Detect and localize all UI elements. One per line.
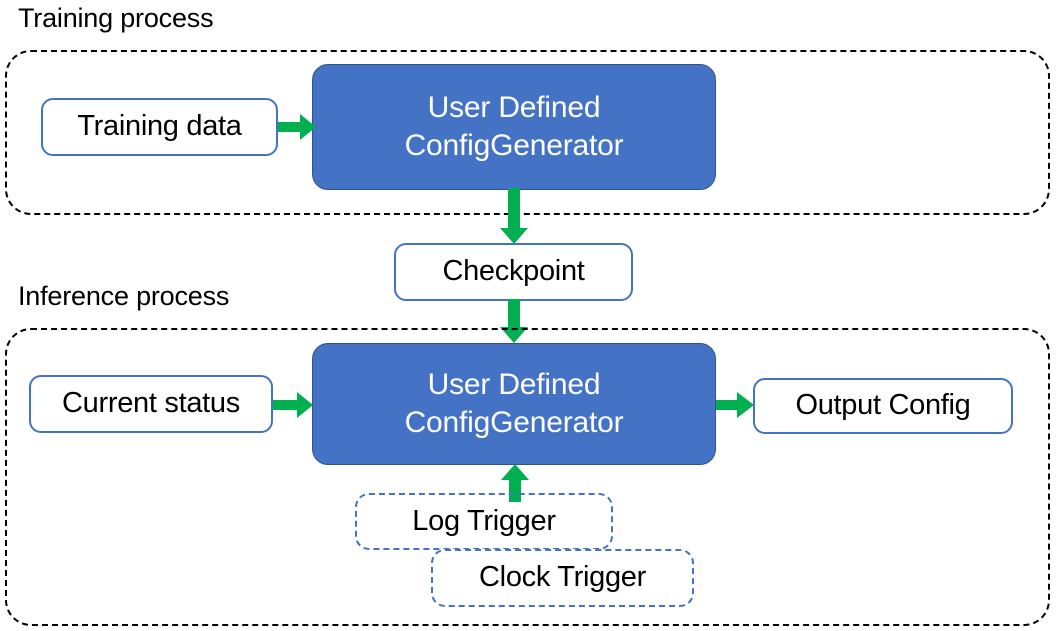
node-log-trigger[interactable]: Log Trigger — [355, 493, 613, 550]
node-user-defined-configgenerator-inference[interactable]: User Defined ConfigGenerator — [312, 343, 716, 465]
arrow-generator-to-checkpoint — [499, 188, 529, 246]
node-clock-trigger-label: Clock Trigger — [479, 561, 646, 594]
node-generator-line2-inference: ConfigGenerator — [404, 406, 624, 439]
node-checkpoint[interactable]: Checkpoint — [394, 243, 633, 301]
node-generator-line1-inference: User Defined — [427, 367, 601, 401]
node-clock-trigger[interactable]: Clock Trigger — [431, 549, 694, 607]
node-current-status-label: Current status — [62, 387, 240, 420]
arrow-generator-to-output-config — [716, 390, 756, 420]
node-generator-line1-training: User Defined — [427, 90, 601, 124]
node-output-config-label: Output Config — [795, 389, 971, 422]
training-process-label: Training process — [18, 3, 214, 33]
node-log-trigger-label: Log Trigger — [412, 504, 556, 537]
inference-process-label: Inference process — [18, 281, 230, 311]
training-process-container — [5, 50, 1050, 215]
node-output-config[interactable]: Output Config — [753, 378, 1013, 434]
node-user-defined-configgenerator-training[interactable]: User Defined ConfigGenerator — [312, 64, 716, 190]
inference-process-container — [5, 328, 1050, 626]
node-checkpoint-label: Checkpoint — [442, 255, 585, 288]
arrow-triggers-to-generator — [500, 464, 530, 502]
arrow-checkpoint-to-generator — [499, 299, 529, 345]
arrow-current-status-to-generator — [273, 390, 315, 420]
arrow-training-data-to-generator — [278, 112, 318, 142]
node-generator-line2-training: ConfigGenerator — [404, 129, 624, 162]
node-training-data[interactable]: Training data — [41, 98, 278, 156]
node-current-status[interactable]: Current status — [29, 375, 273, 433]
node-training-data-label: Training data — [77, 110, 242, 143]
